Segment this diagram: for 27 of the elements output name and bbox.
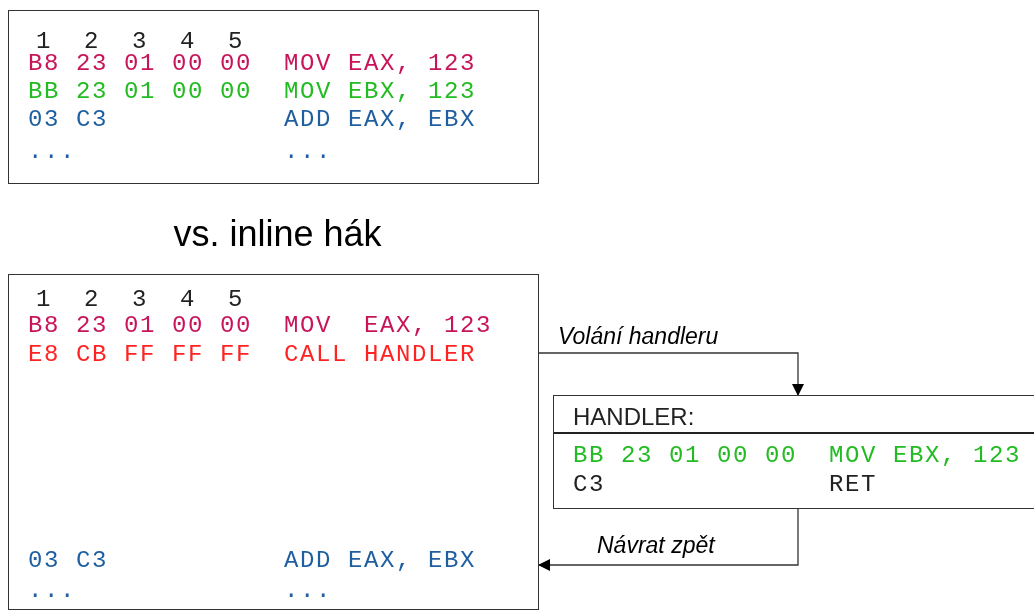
code-listing-box xyxy=(8,274,539,610)
machine-code: BB 23 01 00 00 xyxy=(28,78,253,106)
machine-code: ... xyxy=(28,577,76,605)
machine-code: ... xyxy=(28,138,76,166)
assembly-instruction: ADD EAX, EBX xyxy=(284,106,477,134)
assembly-instruction: MOV EAX, 123 xyxy=(284,312,493,340)
section-heading: vs. inline hák xyxy=(173,213,382,254)
machine-code: BB 23 01 00 00 xyxy=(573,442,798,470)
handler-heading: HANDLER: xyxy=(573,403,695,431)
arrow xyxy=(538,352,804,396)
machine-code: B8 23 01 00 00 xyxy=(28,312,253,340)
machine-code: C3 xyxy=(573,471,605,499)
assembly-instruction: MOV EBX, 123 xyxy=(284,78,477,106)
machine-code: 03 C3 xyxy=(28,106,108,134)
assembly-instruction: MOV EBX, 123 xyxy=(829,442,1022,470)
assembly-instruction: ... xyxy=(284,577,332,605)
handler-box xyxy=(553,395,1034,509)
assembly-instruction: ... xyxy=(284,138,332,166)
arrow xyxy=(538,508,799,571)
assembly-instruction: ADD EAX, EBX xyxy=(284,547,477,575)
assembly-instruction: RET xyxy=(829,471,877,499)
byte-column-numbers: 1 2 3 4 5 xyxy=(36,286,245,314)
machine-code: E8 CB FF FF FF xyxy=(28,341,253,369)
code-listing-box xyxy=(8,10,539,184)
machine-code: 03 C3 xyxy=(28,547,108,575)
assembly-instruction: CALL HANDLER xyxy=(284,341,477,369)
assembly-instruction: MOV EAX, 123 xyxy=(284,50,477,78)
